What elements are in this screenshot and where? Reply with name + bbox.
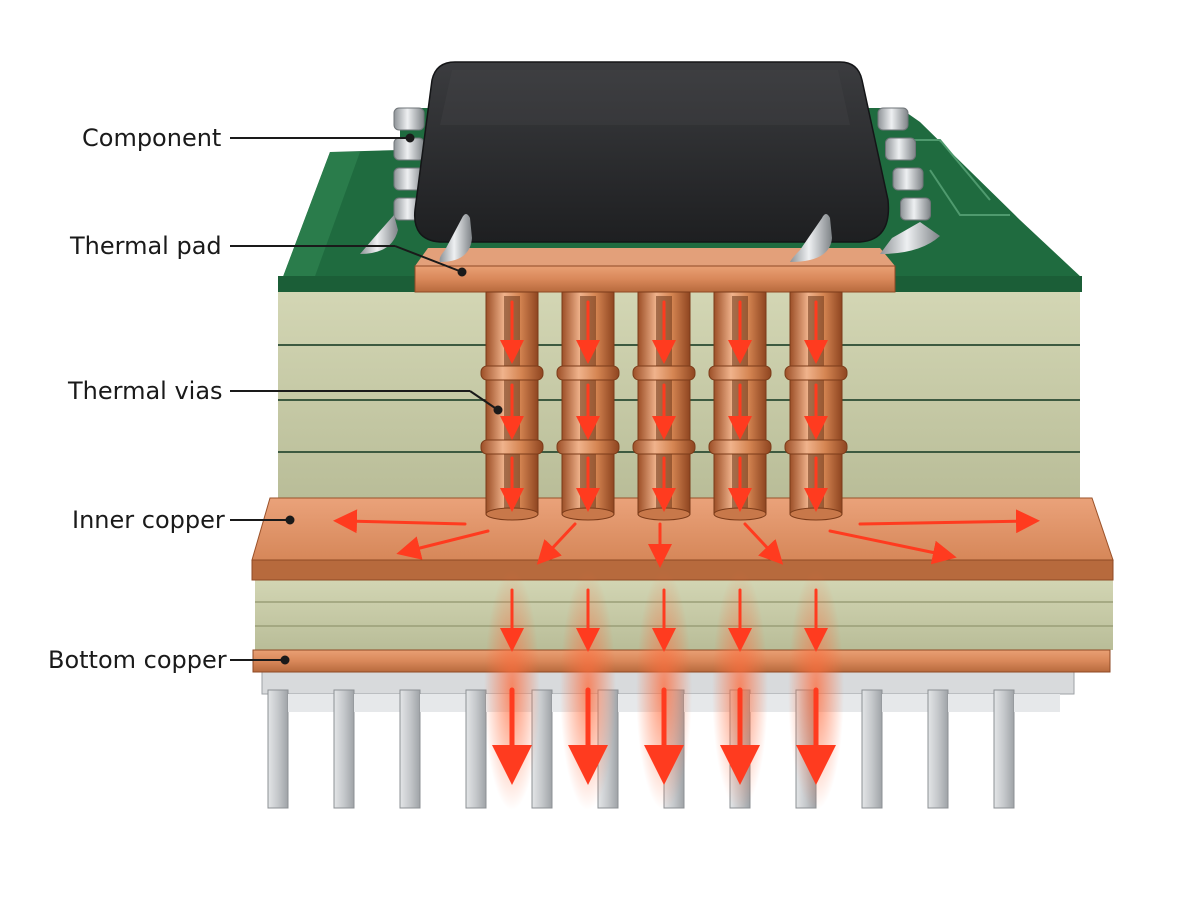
thermal-via-ring <box>480 439 544 455</box>
thermal-via-base <box>561 507 615 521</box>
heat-arrow-icon <box>333 509 467 534</box>
component-chip <box>360 61 940 262</box>
leader-lines <box>230 133 503 665</box>
heatsink-channel <box>948 694 994 712</box>
heatsink-channel <box>354 694 400 712</box>
thermal-via-ring <box>708 365 772 381</box>
label-bottom-copper: Bottom copper <box>48 646 227 674</box>
leader-dot-icon <box>280 655 290 665</box>
heatsink-fin <box>267 689 289 809</box>
thermal-via-ring <box>556 365 620 381</box>
heatsink-fin <box>465 689 487 809</box>
leader-dot-icon <box>285 515 295 525</box>
heatsink-channel <box>882 694 928 712</box>
leader-dot-icon <box>493 405 503 415</box>
thermal-via-base <box>789 507 843 521</box>
heatsink-fin <box>399 689 421 809</box>
heat-arrow-icon <box>743 522 784 565</box>
heatsink-channel <box>288 694 334 712</box>
thermal-via-ring <box>556 439 620 455</box>
thermal-via-base <box>637 507 691 521</box>
thermal-pad <box>414 248 896 293</box>
leader-dot-icon <box>405 133 415 143</box>
heatsink-fin <box>861 689 883 809</box>
thermal-via-ring <box>632 365 696 381</box>
thermal-via-ring <box>784 365 848 381</box>
chip-lead <box>877 107 909 131</box>
chip-lead <box>900 197 931 221</box>
heatsink-channel <box>420 694 466 712</box>
heatsink <box>261 671 1075 809</box>
heat-arrow-icon <box>536 522 577 565</box>
heatsink-fin <box>993 689 1015 809</box>
heatsink-fin <box>333 689 355 809</box>
label-thermal-pad: Thermal pad <box>70 232 222 260</box>
label-component: Component <box>82 124 222 152</box>
thermal-via-ring <box>708 439 772 455</box>
thermal-via-ring <box>632 439 696 455</box>
leader-dot-icon <box>457 267 467 277</box>
thermal-via-base <box>485 507 539 521</box>
heat-flow <box>333 300 1040 810</box>
chip-lead <box>885 137 916 161</box>
thermal-via-ring <box>480 365 544 381</box>
heatsink-fin <box>927 689 949 809</box>
label-inner-copper: Inner copper <box>72 506 225 534</box>
chip-lead <box>393 107 425 131</box>
heatsink-channel <box>1014 694 1060 712</box>
heat-arrow-icon <box>828 529 957 565</box>
heat-arrow-icon <box>396 529 490 560</box>
heat-arrow-icon <box>858 509 1040 534</box>
label-thermal-vias: Thermal vias <box>68 377 223 405</box>
thermal-via-base <box>713 507 767 521</box>
thermal-via-ring <box>784 439 848 455</box>
chip-lead <box>892 167 924 191</box>
